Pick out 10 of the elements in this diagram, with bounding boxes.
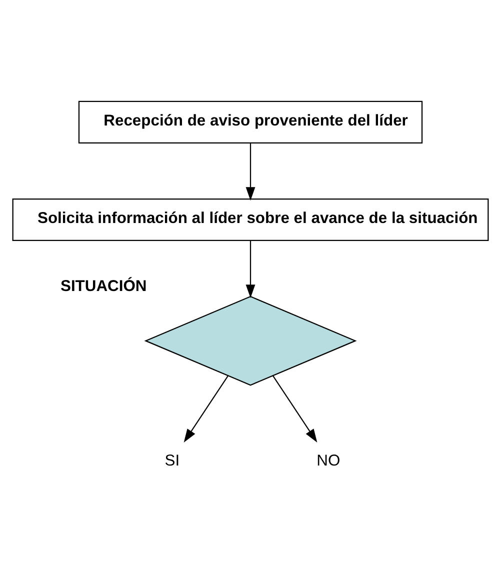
node-text: NO: [316, 452, 340, 469]
node-diamond: [144, 295, 357, 386]
node-box: Solicita información al líder sobre el avance de la situación: [12, 198, 489, 241]
arrow: [246, 240, 256, 298]
arrow: [184, 375, 228, 442]
node-label: SITUACIÓN: [60, 278, 147, 295]
node-box: Recepción de aviso proveniente del líder: [78, 100, 423, 144]
node-text: SI: [164, 452, 180, 469]
arrow: [246, 142, 256, 200]
arrow: [272, 375, 318, 442]
